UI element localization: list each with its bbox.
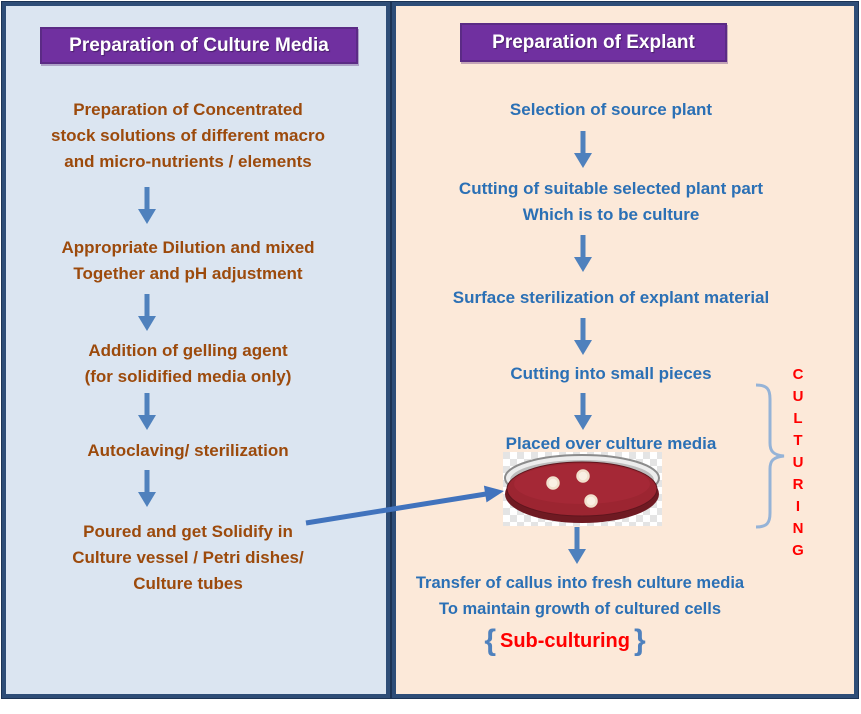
arrow-down-icon [138,470,156,507]
subculturing-caption: { Sub-culturing } [396,626,734,656]
arrow-down-icon [138,393,156,430]
step-selection-source-plant: Selection of source plant [509,100,713,119]
step-stock-solutions: Preparation of Concentrated stock soluti… [51,100,325,171]
arrow-down-icon [574,318,592,355]
subculturing-label: Sub-culturing [500,629,630,652]
arrow-down-icon [574,235,592,272]
step-poured-solidify: Poured and get Solidify in Culture vesse… [72,522,304,593]
step-cutting-plant-part: Cutting of suitable selected plant part … [458,179,764,224]
step-gelling-agent: Addition of gelling agent (for solidifie… [84,341,292,386]
step-transfer-callus: Transfer of callus into fresh culture me… [415,574,745,618]
culturing-label: C U L T U R I N G [792,366,804,559]
arrow-down-icon [138,187,156,224]
step-autoclaving: Autoclaving/ sterilization [87,441,289,460]
step-placed-over-media: Placed over culture media [505,434,717,453]
culture-media-panel-title: Preparation of Culture Media [40,27,358,64]
arrow-down-icon [574,131,592,168]
explant-panel-title: Preparation of Explant [460,23,727,62]
step-cutting-small-pieces: Cutting into small pieces [510,364,712,383]
petri-dish-image [503,452,662,526]
brace-open: { [484,624,496,657]
step-surface-sterilization: Surface sterilization of explant materia… [452,288,770,307]
brace-close: } [633,624,646,657]
step-dilution-ph: Appropriate Dilution and mixed Together … [61,238,315,283]
explant-panel: Preparation of Explant Selection of sour… [392,2,858,698]
arrow-down-icon [138,294,156,331]
arrow-down-icon [574,393,592,430]
culture-media-panel: Preparation of Culture Media Preparation… [2,2,390,698]
culturing-brace-icon [755,383,785,529]
arrow-down-icon [568,527,586,564]
